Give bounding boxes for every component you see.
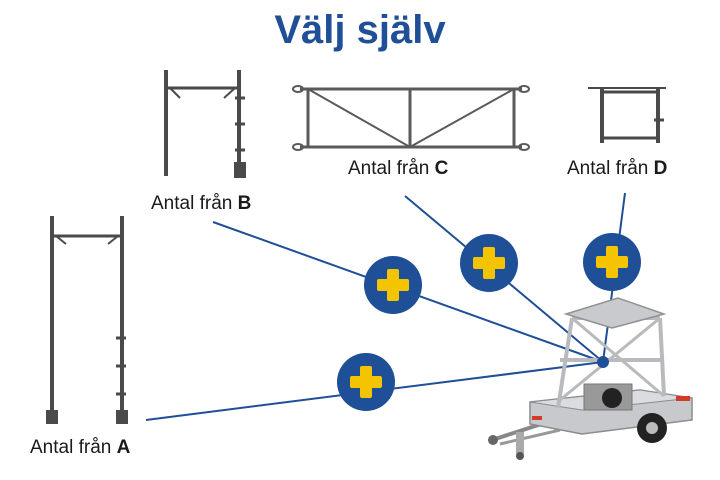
frame-a-icon [46,216,128,424]
label-antal-fran-c: Antal från C [348,158,448,180]
page-title: Välj själv [274,8,446,52]
frame-b-icon [164,70,246,178]
plus-icon [473,247,505,279]
label-a-letter: A [116,437,131,458]
label-antal-fran-d: Antal från D [567,158,667,180]
add-d-button[interactable] [583,233,641,291]
label-b-prefix: Antal från [151,193,238,214]
label-a-prefix: Antal från [30,437,117,458]
add-b-button[interactable] [364,256,422,314]
label-c-prefix: Antal från [348,158,435,179]
label-b-letter: B [237,193,252,214]
plus-icon [350,366,382,398]
frame-c-icon [292,85,530,151]
label-antal-fran-a: Antal från A [30,437,130,459]
label-d-prefix: Antal från [567,158,654,179]
label-d-letter: D [653,158,668,179]
trailer-icon [488,297,693,460]
plus-icon [377,269,409,301]
add-a-button[interactable] [337,353,395,411]
plus-icon [596,246,628,278]
label-antal-fran-b: Antal från B [151,193,251,215]
add-c-button[interactable] [460,234,518,292]
frame-d-icon [588,87,666,143]
connection-point [597,356,609,368]
label-c-letter: C [434,158,449,179]
